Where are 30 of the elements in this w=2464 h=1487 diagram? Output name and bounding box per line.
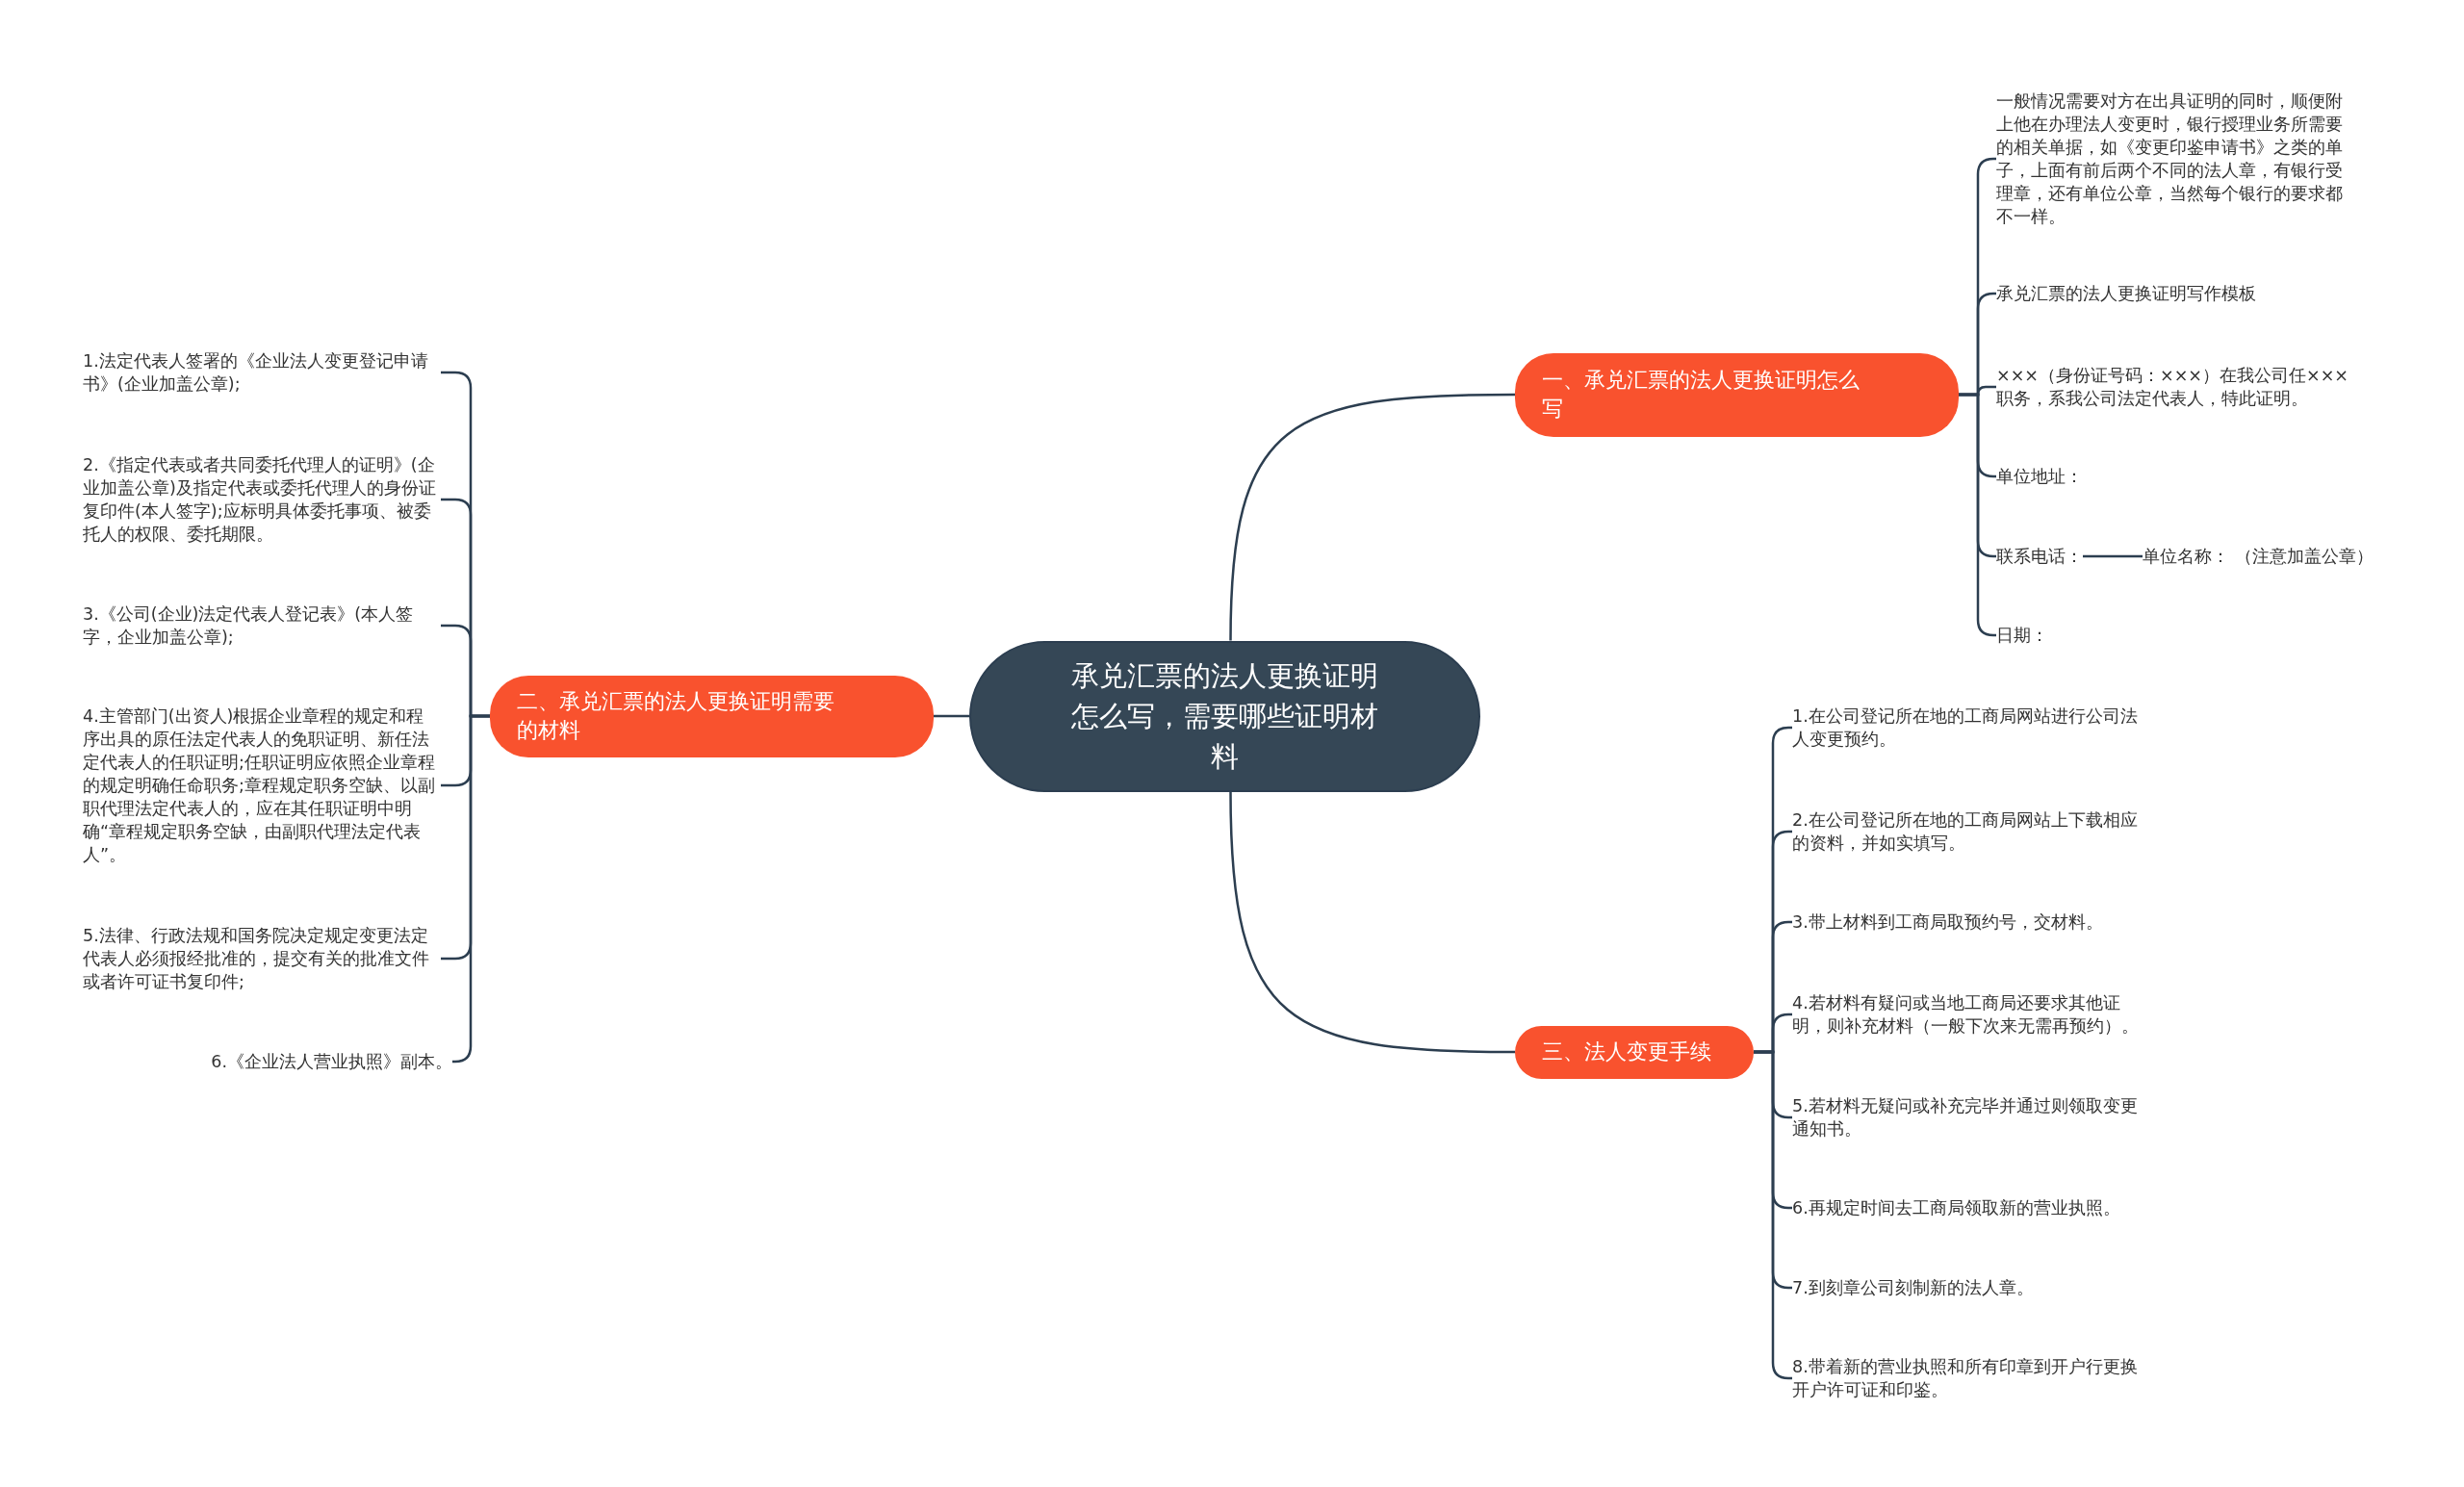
leaf-text: 日期： <box>1996 625 2048 647</box>
leaf-text: 8.带着新的营业执照和所有印章到开户行更换开户许可证和印鉴。 <box>1792 1356 2139 1401</box>
leaf-text: 3.《公司(企业)法定代表人登记表》(本人签字，企业加盖公章); <box>83 603 415 649</box>
leaf-text: 4.主管部门(出资人)根据企业章程的规定和程序出具的原任法定代表人的免职证明、新任法定代表人的任职证明;任职证明应依照企业章程的规定明确任命职务;章程规定职务空缺、以副职代理法定代表人的，应在其任职证明中明确“章程规定职务空缺，由副职代理法定代表人”。 <box>83 705 436 866</box>
leaf-text: 6.再规定时间去工商局领取新的营业执照。 <box>1792 1197 2120 1219</box>
connector-line <box>1229 393 1515 641</box>
leaf-text: 联系电话： <box>1996 546 2083 568</box>
topic-text: 二、承兑汇票的法人更换证明需要的材料 <box>517 688 835 744</box>
connector-line <box>2083 554 2143 558</box>
leaf-text: 1.法定代表人签署的《企业法人变更登记申请书》(企业加盖公章); <box>83 350 429 396</box>
leaf-text: 4.若材料有疑问或当地工商局还要求其他证明，则补充材料（一般下次来无需再预约）。 <box>1792 992 2140 1038</box>
connector-line <box>934 714 969 718</box>
topic-text: 承兑汇票的法人更换证明怎么写，需要哪些证明材料 <box>1070 658 1379 775</box>
leaf-text: 承兑汇票的法人更换证明写作模板 <box>1996 283 2256 305</box>
leaf-text: ×××（身份证号码：×××）在我公司任×××职务，系我公司法定代表人，特此证明。 <box>1996 365 2349 410</box>
connector-line <box>1229 791 1515 1054</box>
leaf-text: 5.法律、行政法规和国务院决定规定变更法定代表人必须报经批准的，提交有关的批准文件或者许可证书复印件; <box>83 925 430 993</box>
leaf-text: 单位名称： （注意加盖公章） <box>2143 546 2374 568</box>
leaf-text: 1.在公司登记所在地的工商局网站进行公司法人变更预约。 <box>1792 705 2139 751</box>
leaf-text: 6.《企业法人营业执照》副本。 <box>211 1051 452 1073</box>
leaf-text: 单位地址： <box>1996 466 2083 488</box>
topic-text: 一、承兑汇票的法人更换证明怎么写 <box>1542 367 1861 423</box>
leaf-text: 7.到刻章公司刻制新的法人章。 <box>1792 1277 2034 1299</box>
leaf-text: 一般情况需要对方在出具证明的同时，顺便附上他在办理法人变更时，银行授理业务所需要的相关单据，如《变更印鉴申请书》之类的单子，上面有前后两个不同的法人章，有银行受理章，还有单位公章，当然每个银行的要求都不一样。 <box>1996 90 2344 228</box>
leaf-text: 3.带上材料到工商局取预约号，交材料。 <box>1792 911 2103 934</box>
leaf-text: 2.在公司登记所在地的工商局网站上下载相应的资料，并如实填写。 <box>1792 809 2139 855</box>
leaf-text: 5.若材料无疑问或补充完毕并通过则领取变更通知书。 <box>1792 1095 2139 1141</box>
leaf-text: 2.《指定代表或者共同委托代理人的证明》(企业加盖公章)及指定代表或委托代理人的身份证复印件(本人签字);应标明具体委托事项、被委托人的权限、委托期限。 <box>83 454 437 546</box>
topic-pill <box>1515 1025 1754 1079</box>
topic-text: 三、法人变更手续 <box>1542 1038 1711 1065</box>
